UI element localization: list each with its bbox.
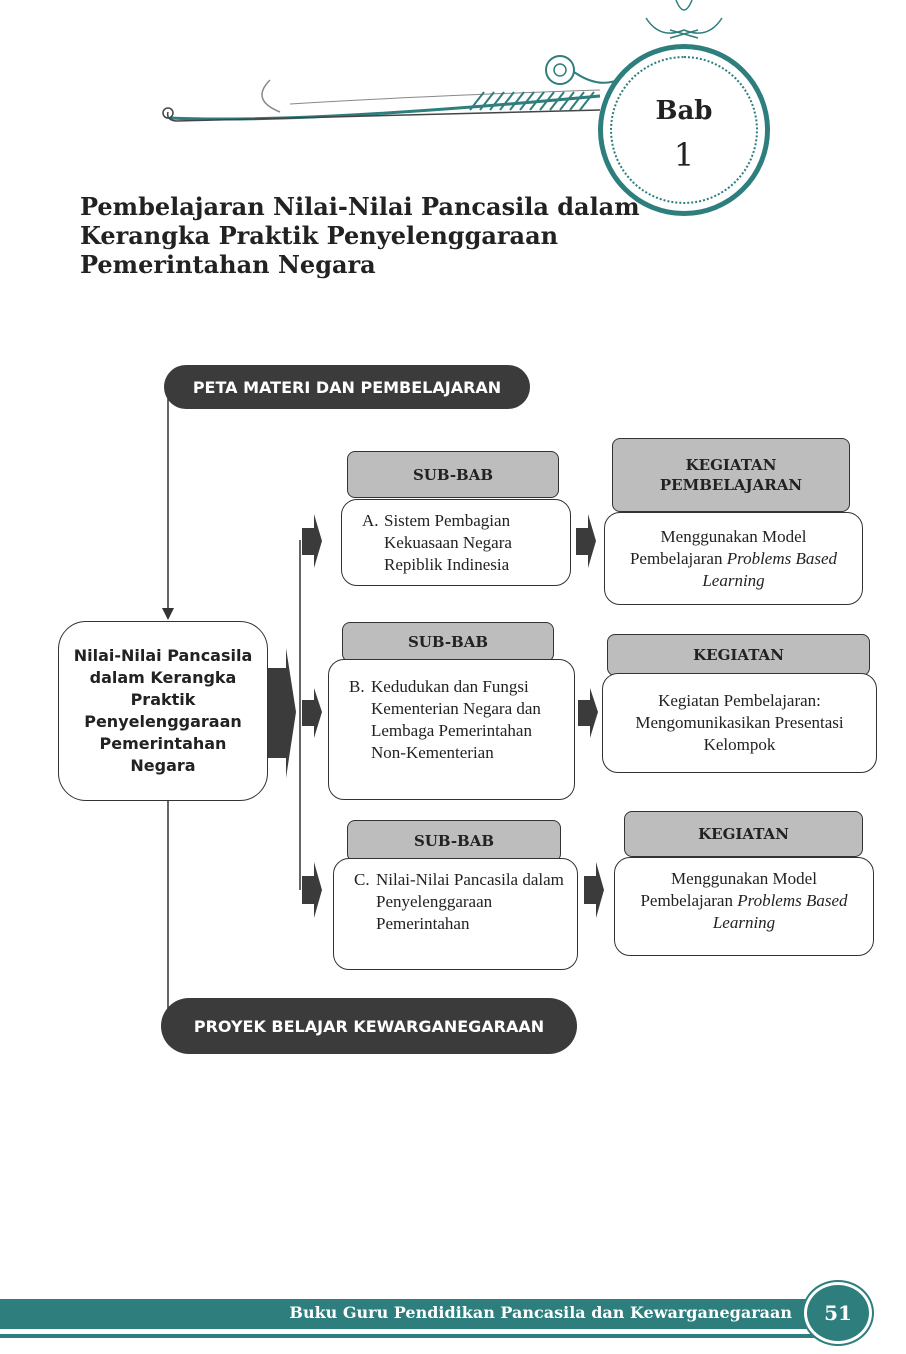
- diagram-connectors: [162, 390, 604, 1030]
- activity-1-header: KEGIATAN PEMBELAJARAN: [612, 438, 850, 512]
- subbab-b-letter: B.: [349, 677, 365, 696]
- peta-materi-pill: PETA MATERI DAN PEMBELAJARAN: [164, 365, 530, 409]
- chapter-number: 1: [673, 136, 695, 174]
- activity-3-box: Menggunakan Model Pembelajaran Problems …: [614, 857, 874, 956]
- subbab-b-box: B. Kedudukan dan Fungsi Kementerian Nega…: [328, 659, 575, 800]
- chapter-label: Bab: [655, 96, 713, 126]
- subbab-a-letter: A.: [362, 511, 379, 530]
- chapter-title-line: Pembelajaran Nilai-Nilai Pancasila dalam: [80, 192, 640, 221]
- main-topic-text: Nilai-Nilai Pancasila dalam Kerangka Pra…: [73, 646, 253, 775]
- subbab-c-letter: C.: [354, 870, 370, 889]
- subbab-b-item: B. Kedudukan dan Fungsi Kementerian Nega…: [329, 660, 574, 764]
- footer-bar: [0, 1299, 820, 1329]
- subbab-c-text: Nilai-Nilai Pancasila dalam Penyelenggar…: [376, 870, 564, 933]
- subbab-c-item: C. Nilai-Nilai Pancasila dalam Penyeleng…: [334, 859, 577, 935]
- footer-line: [0, 1334, 820, 1338]
- activity-2-header: KEGIATAN: [607, 634, 870, 676]
- subbab-a-header: SUB-BAB: [347, 451, 559, 498]
- subbab-a-item: A. Sistem Pembagian Kekuasaan Negara Rep…: [342, 500, 570, 576]
- chapter-title-line: Pemerintahan Negara: [80, 250, 376, 279]
- footer-book-title: Buku Guru Pendidikan Pancasila dan Kewar…: [289, 1303, 792, 1322]
- chapter-title: Pembelajaran Nilai-Nilai Pancasila dalam…: [80, 192, 640, 279]
- subbab-a-text: Sistem Pembagian Kekuasaan Negara Repibl…: [384, 511, 512, 574]
- ornament-header: [162, 0, 723, 122]
- activity-3-text: Menggunakan Model Pembelajaran Problems …: [640, 869, 848, 932]
- chapter-badge: [598, 44, 770, 216]
- main-topic-box: Nilai-Nilai Pancasila dalam Kerangka Pra…: [58, 621, 268, 801]
- subbab-b-text: Kedudukan dan Fungsi Kementerian Negara …: [371, 677, 541, 762]
- page-number: 51: [804, 1282, 872, 1344]
- chapter-badge-dotted-ring: [610, 56, 758, 204]
- activity-3-header: KEGIATAN: [624, 811, 863, 857]
- chapter-title-line: Kerangka Praktik Penyelenggaraan: [80, 221, 559, 250]
- subbab-a-box: A. Sistem Pembagian Kekuasaan Negara Rep…: [341, 499, 571, 586]
- subbab-c-header: SUB-BAB: [347, 820, 561, 862]
- subbab-c-box: C. Nilai-Nilai Pancasila dalam Penyeleng…: [333, 858, 578, 970]
- proyek-belajar-pill: PROYEK BELAJAR KEWARGANEGARAAN: [161, 998, 577, 1054]
- activity-2-box: Kegiatan Pembelajaran: Mengomunikasikan …: [602, 673, 877, 773]
- subbab-b-header: SUB-BAB: [342, 622, 554, 662]
- activity-1-box: Menggunakan Model Pembelajaran Problems …: [604, 512, 863, 605]
- activity-1-text: Menggunakan Model Pembelajaran Problems …: [629, 526, 838, 590]
- activity-2-text: Kegiatan Pembelajaran: Mengomunikasikan …: [635, 691, 844, 754]
